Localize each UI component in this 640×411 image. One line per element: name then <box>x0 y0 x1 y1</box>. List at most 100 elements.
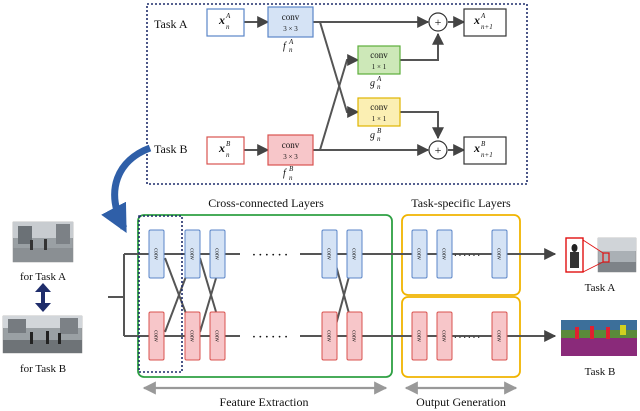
x-b-n-symbol: x <box>218 141 225 155</box>
conv-block-label: conv <box>351 330 357 342</box>
conv-block-red-6: conv <box>411 311 428 361</box>
g-b-conv-label: conv <box>370 102 388 112</box>
svg-text:B: B <box>377 127 382 135</box>
svg-text:B: B <box>289 165 294 173</box>
svg-text:A: A <box>480 12 486 20</box>
x-a-n-symbol: x <box>218 13 225 27</box>
detail-inset: Task A Task B x A n x B n <box>146 3 528 185</box>
input-image-task-a <box>12 221 74 263</box>
svg-text:n+1: n+1 <box>481 151 493 159</box>
x-a-next-node: x A n+1 <box>463 8 507 37</box>
conv-block-label: conv <box>416 248 422 260</box>
g-b-size: 1 × 1 <box>372 115 387 123</box>
svg-text:B: B <box>481 140 486 148</box>
svg-text:g: g <box>370 78 375 89</box>
conv-block-blue-8: conv <box>491 229 508 279</box>
svg-text:x: x <box>473 141 480 155</box>
ellipsis-bottom-shared: · · · · · · <box>252 331 288 343</box>
conv-block-blue-6: conv <box>411 229 428 279</box>
f-a-label: f A n <box>283 38 294 54</box>
svg-text:n: n <box>289 174 293 182</box>
highlighted-layer-pair <box>138 215 183 373</box>
output-image-task-b <box>561 320 637 356</box>
conv-b-label: conv <box>282 140 300 150</box>
cross-connected-box <box>137 214 393 378</box>
x-b-next-node: x B n+1 <box>463 136 507 165</box>
zoom-arrow <box>101 144 152 233</box>
g-a-conv-label: conv <box>370 50 388 60</box>
g-b-label: g B n <box>370 127 382 143</box>
x-a-n-sup: A <box>225 12 231 20</box>
inset-task-b-label: Task B <box>154 142 188 156</box>
output-image-task-a <box>565 237 637 273</box>
conv-block-red-4: conv <box>321 311 338 361</box>
conv-block-label: conv <box>496 248 502 260</box>
svg-text:+: + <box>435 143 442 157</box>
conv-a-size: 3 × 3 <box>283 25 298 33</box>
conv-block-label: conv <box>326 248 332 260</box>
svg-text:A: A <box>288 38 294 46</box>
input-image-task-b <box>2 315 83 354</box>
svg-text:g: g <box>370 130 375 141</box>
g-a-size: 1 × 1 <box>372 63 387 71</box>
x-a-n-sub: n <box>226 23 230 31</box>
output-a-caption: Task A <box>585 282 616 294</box>
svg-text:x: x <box>473 13 480 27</box>
conv-block-label: conv <box>496 330 502 342</box>
conv-3x3-task-b: conv 3 × 3 <box>267 134 314 166</box>
conv-block-label: conv <box>441 248 447 260</box>
sum-node-b: + <box>428 140 448 160</box>
conv-block-blue-5: conv <box>346 229 363 279</box>
svg-text:n: n <box>377 135 381 143</box>
task-specific-title: Task-specific Layers <box>411 196 511 210</box>
output-b-caption: Task B <box>585 366 616 378</box>
conv-block-label: conv <box>214 330 220 342</box>
svg-text:f: f <box>283 41 287 52</box>
conv-block-label: conv <box>189 330 195 342</box>
conv-block-red-2: conv <box>184 311 201 361</box>
conv-layers: conv conv conv conv conv conv conv conv conv conv… <box>148 229 508 361</box>
svg-text:f: f <box>283 168 287 179</box>
inset-task-a-label: Task A <box>154 17 188 31</box>
conv-1x1-g-b: conv 1 × 1 <box>357 97 401 127</box>
conv-3x3-task-a: conv 3 × 3 <box>267 6 314 38</box>
conv-block-blue-7: conv <box>436 229 453 279</box>
svg-text:n: n <box>377 83 381 91</box>
conv-block-label: conv <box>214 248 220 260</box>
conv-block-blue-1: conv <box>148 229 165 279</box>
x-a-n-node: x A n <box>206 8 245 37</box>
conv-block-red-8: conv <box>491 311 508 361</box>
feature-extraction-label: Feature Extraction <box>220 395 309 409</box>
conv-block-red-1: conv <box>148 311 165 361</box>
conv-block-label: conv <box>153 248 159 260</box>
conv-block-label: conv <box>441 330 447 342</box>
conv-block-red-7: conv <box>436 311 453 361</box>
inset-connections <box>244 16 466 156</box>
conv-block-label: conv <box>189 248 195 260</box>
sum-node-a: + <box>428 12 448 32</box>
conv-block-label: conv <box>416 330 422 342</box>
conv-block-blue-2: conv <box>184 229 201 279</box>
f-b-label: f B n <box>283 165 294 182</box>
conv-block-blue-4: conv <box>321 229 338 279</box>
input-a-caption: for Task A <box>20 271 66 283</box>
ellipsis-bottom-task: · · · · · · <box>454 333 480 342</box>
conv-block-red-5: conv <box>346 311 363 361</box>
conv-a-label: conv <box>282 12 300 22</box>
conv-1x1-g-a: conv 1 × 1 <box>357 45 401 75</box>
conv-block-blue-3: conv <box>209 229 226 279</box>
conv-block-label: conv <box>153 330 159 342</box>
svg-text:n+1: n+1 <box>481 23 493 31</box>
svg-text:+: + <box>435 15 442 29</box>
conv-block-label: conv <box>351 248 357 260</box>
g-a-label: g A n <box>370 75 382 91</box>
conv-b-size: 3 × 3 <box>283 153 298 161</box>
conv-block-red-3: conv <box>209 311 226 361</box>
x-b-n-node: x B n <box>206 136 245 165</box>
swap-arrow <box>35 283 51 312</box>
x-b-n-sup: B <box>226 140 231 148</box>
ellipsis-top-task: · · · · · · <box>454 251 480 260</box>
svg-text:A: A <box>376 75 382 83</box>
